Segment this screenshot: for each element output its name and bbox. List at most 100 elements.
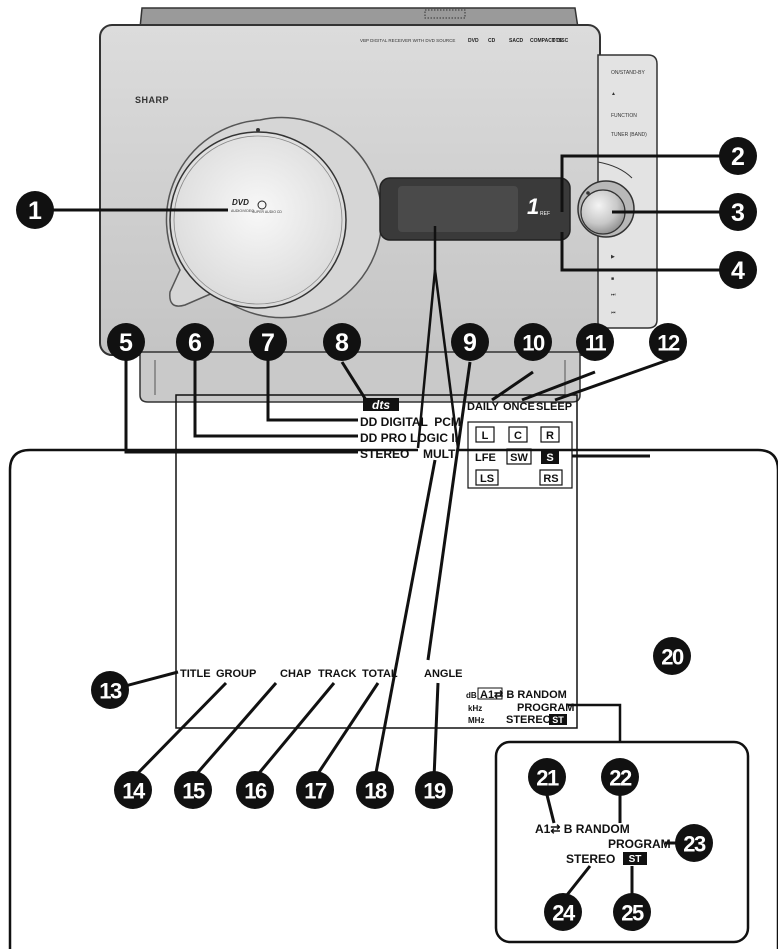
channel-s: S [546, 452, 553, 464]
stereo-st-indicator: STEREO [506, 714, 552, 726]
dvd-logo: DVD [232, 198, 249, 207]
zoom-box [494, 740, 750, 944]
dts-badge [363, 398, 399, 411]
leader-15 [191, 682, 278, 779]
channel-ls-box [475, 469, 499, 486]
callout-5-number: 5 [119, 329, 133, 357]
callout-21-marker [528, 758, 566, 796]
display-digit: 1 [527, 194, 539, 219]
callout-16-marker [236, 771, 274, 809]
leader-17 [313, 682, 380, 779]
channel-rs: RS [543, 473, 558, 485]
leader-2 [560, 154, 738, 212]
leader-11 [521, 370, 596, 402]
callout-18-marker [356, 771, 394, 809]
db-unit: dB [466, 691, 477, 700]
callout-7-number: 7 [261, 329, 275, 357]
dts-text: dts [372, 398, 390, 412]
channel-l: L [482, 430, 489, 442]
display-ref: REF [540, 211, 550, 217]
khz-unit: kHz [468, 704, 482, 713]
dvd-logo-sub: AUDIO/VIDEO [231, 209, 254, 213]
callout-21-number: 21 [536, 766, 559, 791]
callout-25-number: 25 [621, 901, 644, 926]
leader-display [416, 269, 437, 449]
channel-s-box [541, 449, 559, 464]
callout-20-marker [653, 637, 691, 675]
format-logo: DVD [468, 38, 479, 44]
callout-2-marker [719, 137, 757, 175]
mhz-unit: MHz [468, 716, 484, 725]
callout-24-number: 24 [552, 901, 576, 926]
callout-19-marker [415, 771, 453, 809]
callout-15-marker [174, 771, 212, 809]
leader-19 [432, 682, 440, 779]
callout-1-number: 1 [28, 197, 42, 225]
side-label: TUNER (BAND) [611, 132, 647, 138]
channel-lfe: LFE [475, 452, 496, 464]
side-label: ▶ [611, 254, 615, 260]
leader-18 [373, 459, 437, 779]
channel-l-box [475, 426, 495, 443]
callout-4-number: 4 [731, 257, 745, 285]
callout-22-number: 22 [609, 766, 632, 791]
lcd-segments: dts DD DIGITAL PCM DD PRO LOGIC II STERE… [180, 398, 574, 726]
leader-16 [253, 682, 336, 779]
disc-tray [169, 131, 347, 309]
pro-logic-indicator: DD PRO LOGIC II [360, 431, 458, 445]
callout-12-number: 12 [657, 331, 680, 356]
leader-21 [545, 794, 556, 824]
callout-17-number: 17 [304, 779, 327, 804]
leader-4 [560, 232, 738, 272]
leader-7 [266, 360, 358, 422]
total-indicator: TOTAL [362, 668, 398, 680]
sacd-logo-text: SUPER AUDIO CD [252, 210, 282, 214]
callout-13-number: 13 [99, 679, 122, 704]
leader-12 [554, 358, 669, 402]
st-badge-text: ST [552, 715, 564, 725]
once-indicator: ONCE [503, 401, 535, 413]
callout-6-marker [176, 323, 214, 361]
callout-19-number: 19 [423, 779, 446, 804]
callout-9-marker [451, 323, 489, 361]
ab-random-indicator: A1⇄ B RANDOM [480, 689, 567, 701]
format-logo: CD [488, 38, 496, 44]
leader-14 [131, 681, 228, 780]
side-label: ⏭ [611, 292, 616, 298]
side-label: ON/STAND-BY [611, 70, 645, 76]
callout-13-marker [91, 671, 129, 709]
channel-rs-box [539, 469, 563, 486]
sacd-logo-icon [257, 200, 267, 210]
callout-14-number: 14 [122, 779, 146, 804]
callout-15-number: 15 [182, 779, 205, 804]
title-indicator: TITLE [180, 668, 211, 680]
callout-14-marker [114, 771, 152, 809]
callout-8-marker [323, 323, 361, 361]
knob-indicator-dot [586, 191, 590, 195]
callout-8-number: 8 [335, 329, 349, 357]
tray-marker-dot [256, 128, 260, 132]
group-indicator: GROUP [216, 668, 256, 680]
callout-3-marker [719, 193, 757, 231]
device-leader-lines [35, 154, 738, 449]
format-logo: COMPACT DISC [530, 38, 569, 44]
program-indicator: PROGRAM [517, 702, 574, 714]
channel-c: C [514, 430, 522, 442]
callout-11-number: 11 [585, 331, 607, 356]
leader-6 [193, 360, 358, 438]
zoom-st-badge-text: ST [629, 854, 642, 865]
leader-10 [491, 370, 534, 402]
zoom-st-badge [623, 852, 647, 865]
callout-7-marker [249, 323, 287, 361]
callout-2-number: 2 [731, 143, 745, 171]
callout-24-marker [544, 893, 582, 931]
callout-3-number: 3 [731, 199, 745, 227]
disc-tray-inner [173, 135, 343, 305]
leader-8 [340, 361, 368, 401]
callout-12-marker [649, 323, 687, 361]
display-glass [398, 186, 518, 232]
lcd-display [175, 394, 578, 729]
channel-r-box [540, 426, 560, 443]
